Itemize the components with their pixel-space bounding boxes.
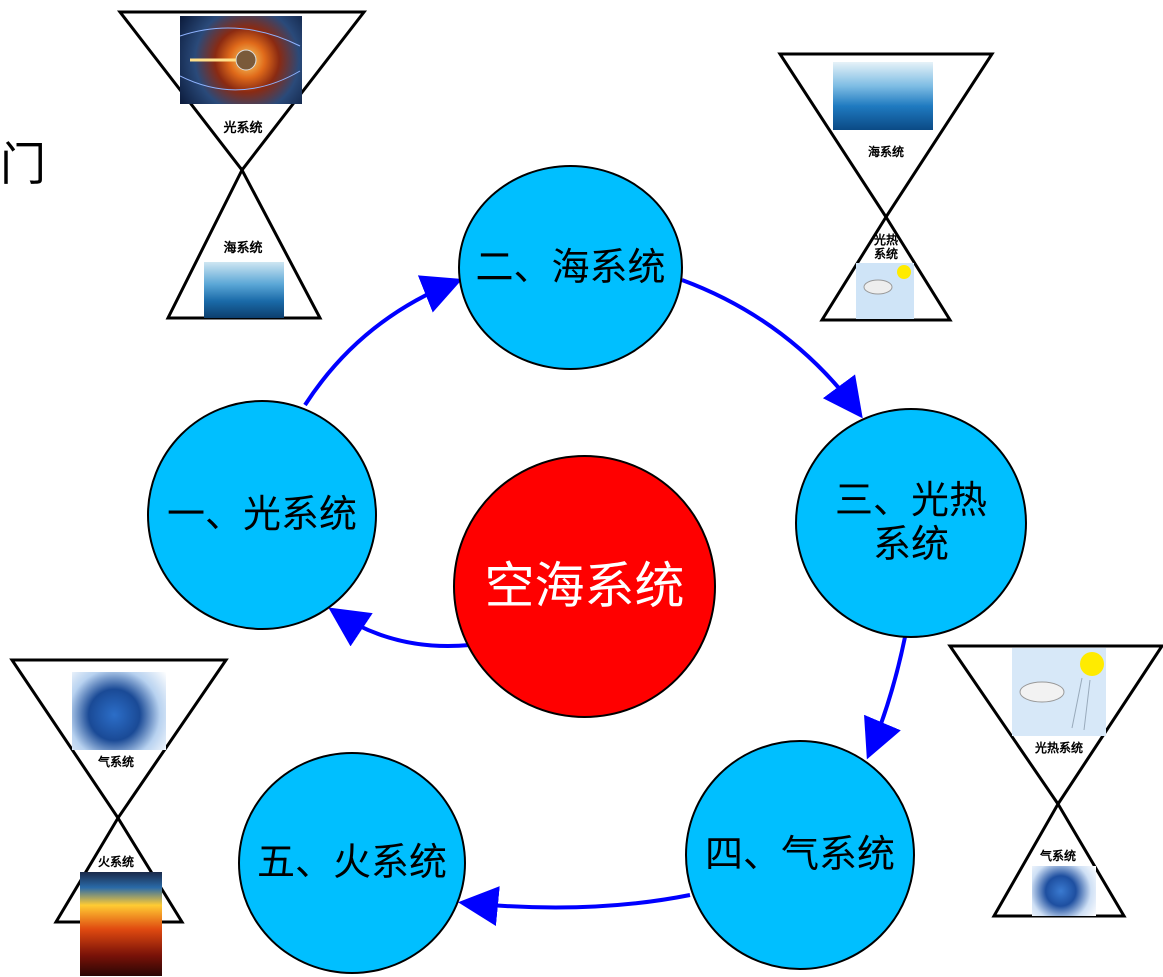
hourglass-sea-lightheat: 海系统 光热 系统 xyxy=(777,52,996,324)
hourglass-bottom-label: 气系统 xyxy=(1039,849,1076,863)
node-label-line2: 系统 xyxy=(872,522,949,566)
center-node-label: 空海系统 xyxy=(484,557,685,616)
hourglass-top-label: 光热系统 xyxy=(1034,741,1083,755)
arrow-air-to-fire xyxy=(458,886,691,926)
arrow-light-to-sea xyxy=(303,275,463,407)
volcano-fire-image xyxy=(80,872,162,976)
earth-atmosphere-image xyxy=(1032,866,1096,916)
node-label: 五、火系统 xyxy=(256,840,447,885)
arrow-sea-to-lightheat xyxy=(681,278,863,419)
node-label-line1: 三、光热 xyxy=(834,478,987,523)
node-fire-system: 五、火系统 xyxy=(238,752,466,974)
node-air-system: 四、气系统 xyxy=(685,740,915,970)
sun-cloud-image xyxy=(1012,648,1106,736)
node-label: 二、海系统 xyxy=(475,244,666,289)
node-light-system: 一、光系统 xyxy=(147,400,377,630)
node-lightheat-system: 三、光热 系统 xyxy=(795,408,1027,638)
node-label: 一、光系统 xyxy=(166,492,357,537)
sun-cloud-image xyxy=(856,263,914,319)
hourglass-bottom-label-line2: 系统 xyxy=(873,247,898,261)
hourglass-bottom-label-line1: 光热 xyxy=(873,233,898,247)
sun-cloud-drawing xyxy=(863,265,911,295)
partial-edge-text: 门 xyxy=(0,137,46,191)
magnetosphere-lines xyxy=(180,27,301,91)
arrow-center-to-light xyxy=(328,607,471,649)
center-node: 空海系统 xyxy=(453,455,716,718)
node-label: 四、气系统 xyxy=(704,832,895,877)
ocean-wave-image xyxy=(204,262,284,318)
arrow-lightheat-to-air xyxy=(864,636,907,760)
hourglass-top-label: 气系统 xyxy=(97,755,134,769)
hourglass-lightheat-air: 光热系统 气系统 xyxy=(947,644,1163,920)
hourglass-top-label: 海系统 xyxy=(867,145,904,159)
hourglass-bottom-label: 海系统 xyxy=(223,241,263,256)
earth-atmosphere-image xyxy=(72,672,166,750)
hourglass-light-sea: 光系统 海系统 xyxy=(116,10,368,322)
sun-cloud-drawing xyxy=(1019,652,1104,731)
ocean-wave-image xyxy=(833,62,933,130)
magnetosphere-image xyxy=(180,16,302,104)
node-sea-system: 二、海系统 xyxy=(458,165,683,370)
hourglass-bottom-label: 火系统 xyxy=(97,855,134,869)
hourglass-air-fire: 气系统 火系统 xyxy=(9,658,230,976)
hourglass-top-label: 光系统 xyxy=(223,121,263,136)
